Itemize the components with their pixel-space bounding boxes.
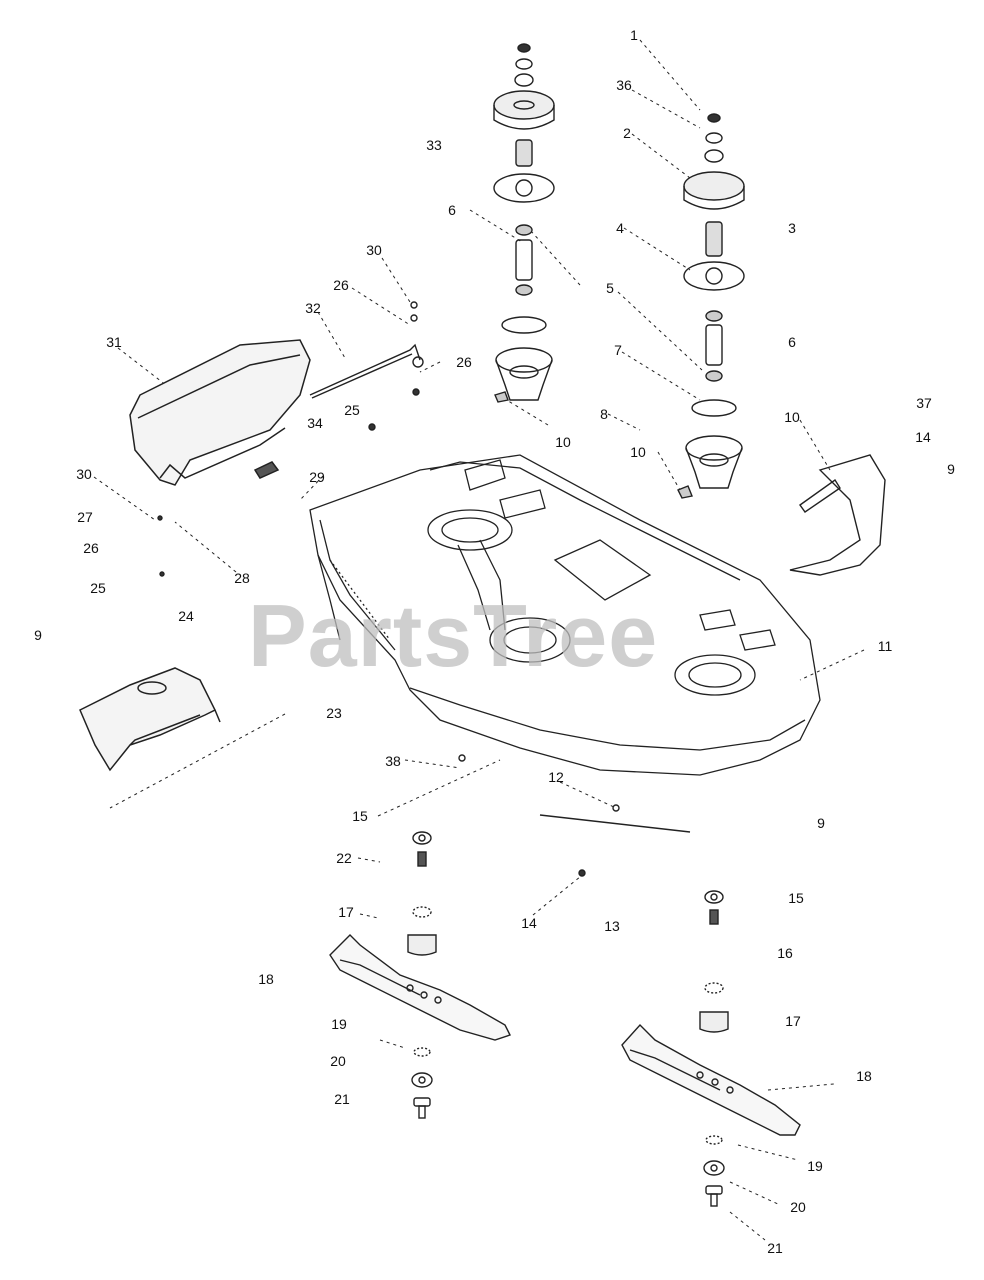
callout-28: 28 (234, 570, 250, 586)
callout-1: 1 (630, 27, 638, 43)
callout-30b: 30 (76, 466, 92, 482)
blade-right (621, 1023, 801, 1136)
mower-deck (309, 454, 821, 776)
callout-17: 17 (338, 904, 354, 920)
callout-27: 27 (77, 509, 93, 525)
callout-9: 9 (947, 461, 955, 477)
callout-26c: 26 (83, 540, 99, 556)
spindle-stack-left (493, 43, 555, 403)
callout-30: 30 (366, 242, 382, 258)
callout-15b: 15 (788, 890, 804, 906)
blade-left (329, 934, 511, 1041)
callout-14b: 14 (521, 915, 537, 931)
callout-23: 23 (326, 705, 342, 721)
callout-6: 6 (448, 202, 456, 218)
callout-10: 10 (555, 434, 571, 450)
callout-10c: 10 (784, 409, 800, 425)
belt-cover (129, 339, 311, 486)
callout-31: 31 (106, 334, 122, 350)
blade-hardware-left (407, 831, 437, 1119)
callout-25b: 25 (90, 580, 106, 596)
small-hardware (157, 423, 691, 877)
callout-9c: 9 (817, 815, 825, 831)
watermark: PartsTree (248, 586, 659, 685)
callout-29: 29 (309, 469, 325, 485)
callout-10b: 10 (630, 444, 646, 460)
callout-16: 16 (777, 945, 793, 961)
callout-37: 37 (916, 395, 932, 411)
callout-12: 12 (548, 769, 564, 785)
callout-34: 34 (307, 415, 323, 431)
callout-3: 3 (788, 220, 796, 236)
callout-32: 32 (305, 300, 321, 316)
left-deflector (79, 667, 221, 772)
callout-24: 24 (178, 608, 194, 624)
callout-36: 36 (616, 77, 632, 93)
callout-38: 38 (385, 753, 401, 769)
blade-hardware-right (699, 890, 729, 1207)
callout-8: 8 (600, 406, 608, 422)
callout-17b: 17 (785, 1013, 801, 1029)
callout-18b: 18 (856, 1068, 872, 1084)
callout-26b: 26 (456, 354, 472, 370)
callout-21: 21 (334, 1091, 350, 1107)
rod (309, 301, 424, 399)
spindle-stack-right (677, 113, 745, 499)
callout-13: 13 (604, 918, 620, 934)
callout-20: 20 (330, 1053, 346, 1069)
callout-18: 18 (258, 971, 274, 987)
leader-lines (93, 39, 865, 1241)
callout-19: 19 (331, 1016, 347, 1032)
callout-33: 33 (426, 137, 442, 153)
callout-22: 22 (336, 850, 352, 866)
callout-14: 14 (915, 429, 931, 445)
callout-9b: 9 (34, 627, 42, 643)
callout-4: 4 (616, 220, 624, 236)
callout-20b: 20 (790, 1199, 806, 1215)
callout-26: 26 (333, 277, 349, 293)
callout-6b: 6 (788, 334, 796, 350)
callout-21b: 21 (767, 1240, 783, 1256)
callout-15: 15 (352, 808, 368, 824)
callout-2: 2 (623, 125, 631, 141)
callout-5: 5 (606, 280, 614, 296)
right-deflector (789, 454, 886, 576)
callout-11: 11 (877, 638, 893, 654)
callout-19b: 19 (807, 1158, 823, 1174)
callout-7: 7 (614, 342, 622, 358)
callout-25: 25 (344, 402, 360, 418)
